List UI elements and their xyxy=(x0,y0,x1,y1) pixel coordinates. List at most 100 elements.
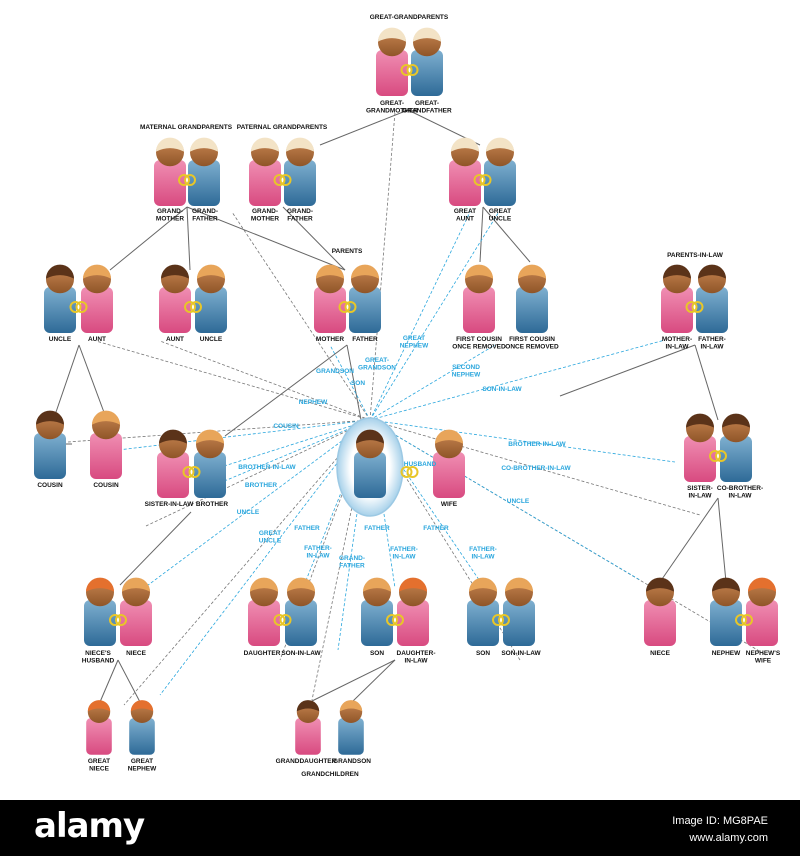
label-nwife-line: WIFE xyxy=(755,658,772,665)
relation-father-in-law2-line: FATHER- xyxy=(390,546,418,553)
person-fc2 xyxy=(516,264,548,333)
body-shape xyxy=(397,600,429,646)
body-shape xyxy=(44,287,76,333)
hair-shape xyxy=(250,577,278,592)
family-line xyxy=(186,206,191,271)
hair-shape xyxy=(686,413,714,428)
hair-shape xyxy=(363,577,391,592)
label-wife: WIFE xyxy=(441,501,458,508)
body-shape xyxy=(720,436,752,482)
relation-co-brother-in-law: CO-BROTHER-IN-LAW xyxy=(501,465,571,472)
image-id-text: Image ID: MG8PAE xyxy=(672,815,768,827)
hair-shape xyxy=(465,264,493,279)
label-sil: SISTER-IN-LAW xyxy=(145,501,195,508)
family-line xyxy=(717,497,727,583)
wedding-rings-icon xyxy=(109,614,127,626)
label-gaunt-line: AUNT xyxy=(456,216,474,223)
relation-nephew: NEPHEW xyxy=(299,399,328,406)
label-mother: MOTHER xyxy=(316,336,344,343)
label-mother-line: MOTHER xyxy=(316,336,344,343)
hair-shape xyxy=(518,264,546,279)
hair-shape xyxy=(339,700,363,712)
person-fil xyxy=(696,264,728,333)
relation-line xyxy=(369,344,496,421)
wedding-rings-icon xyxy=(473,174,492,186)
label-sister-il-line: IN-LAW xyxy=(688,493,712,500)
label-nephew: NEPHEW xyxy=(712,650,741,657)
relation-husband: HUSBAND xyxy=(404,461,437,468)
people-layer xyxy=(34,27,778,755)
label-cousin2: COUSIN xyxy=(93,482,119,489)
person-wife xyxy=(433,429,465,498)
relation-uncle-l: UNCLE xyxy=(237,509,260,516)
relation-brother-in-law-l: BROTHER-IN-LAW xyxy=(238,464,296,471)
body-shape xyxy=(86,718,112,755)
label-son2-line: SON xyxy=(476,650,490,657)
label-sonil2-line: SON-IN-LAW xyxy=(501,650,541,657)
label-mil-line: IN-LAW xyxy=(665,344,689,351)
family-tree-diagram: GREAT-GRANDMOTHERGREAT-GRANDFATHERGRAND-… xyxy=(34,14,781,778)
relation-brother: BROTHER xyxy=(245,482,277,489)
body-shape xyxy=(516,287,548,333)
label-mgm: GRAND-MOTHER xyxy=(156,208,184,223)
relation-second-nephew-line: SECOND xyxy=(452,364,480,371)
relation-father2: FATHER xyxy=(364,525,390,532)
wedding-rings-icon xyxy=(338,301,357,313)
hair-shape xyxy=(251,137,279,152)
label-mgm-line: MOTHER xyxy=(156,216,184,223)
label-granddaughter: GRANDDAUGHTER xyxy=(276,758,337,765)
label-mgm-line: GRAND- xyxy=(157,208,183,215)
label-sister-il: SISTER-IN-LAW xyxy=(687,485,713,500)
person-sister-il xyxy=(684,413,716,482)
watermark-footer: alamy Image ID: MG8PAE www.alamy.com xyxy=(0,800,800,856)
label-pgm-line: GRAND- xyxy=(252,208,278,215)
label-gniece-line: GREAT xyxy=(88,758,110,765)
body-shape xyxy=(248,600,280,646)
label-ggf-line: GREAT- xyxy=(415,100,439,107)
relation-father-in-law2: FATHER-IN-LAW xyxy=(390,546,418,561)
hair-shape xyxy=(469,577,497,592)
body-shape xyxy=(696,287,728,333)
person-father xyxy=(349,264,381,333)
relation-line xyxy=(95,340,371,421)
label-fil-line: IN-LAW xyxy=(700,344,724,351)
relation-line xyxy=(369,211,471,421)
hair-shape xyxy=(435,429,463,444)
relation-father-in-law2-line: IN-LAW xyxy=(392,554,416,561)
label-cousin1-line: COUSIN xyxy=(37,482,63,489)
relation-brother-in-law-l-line: BROTHER-IN-LAW xyxy=(238,464,296,471)
label-gnephew-line: GREAT xyxy=(131,758,153,765)
relation-line xyxy=(159,340,371,421)
person-ego xyxy=(354,429,386,498)
body-shape xyxy=(411,50,443,96)
family-line xyxy=(224,344,348,437)
label-granddaughter-line: GRANDDAUGHTER xyxy=(276,758,337,765)
label-wife-line: WIFE xyxy=(441,501,458,508)
header-paternal-grandparents: PATERNAL GRANDPARENTS xyxy=(237,124,328,131)
body-shape xyxy=(684,436,716,482)
label-fc1-line: FIRST COUSIN xyxy=(456,336,502,343)
person-nwife xyxy=(746,577,778,646)
wedding-rings-icon xyxy=(182,466,201,478)
label-uncle2-line: UNCLE xyxy=(200,336,223,343)
body-shape xyxy=(34,433,66,479)
family-line xyxy=(54,344,80,416)
relation-great-uncle-line: GREAT xyxy=(259,530,281,537)
relation-father-in-law3-line: IN-LAW xyxy=(471,554,495,561)
label-fil: FATHER-IN-LAW xyxy=(698,336,726,351)
family-line xyxy=(346,344,363,426)
body-shape xyxy=(463,287,495,333)
label-ggf-line: GRANDFATHER xyxy=(402,108,452,115)
person-fc1 xyxy=(463,264,495,333)
relation-great-nephew-line: GREAT xyxy=(403,335,425,342)
family-line xyxy=(559,344,696,397)
person-labels-layer: GREAT-GRANDMOTHERGREAT-GRANDFATHERGRAND-… xyxy=(37,100,781,773)
label-mgf-line: GRAND- xyxy=(192,208,218,215)
label-son2: SON xyxy=(476,650,490,657)
person-sonil1 xyxy=(285,577,317,646)
relation-nephew-line: NEPHEW xyxy=(299,399,328,406)
